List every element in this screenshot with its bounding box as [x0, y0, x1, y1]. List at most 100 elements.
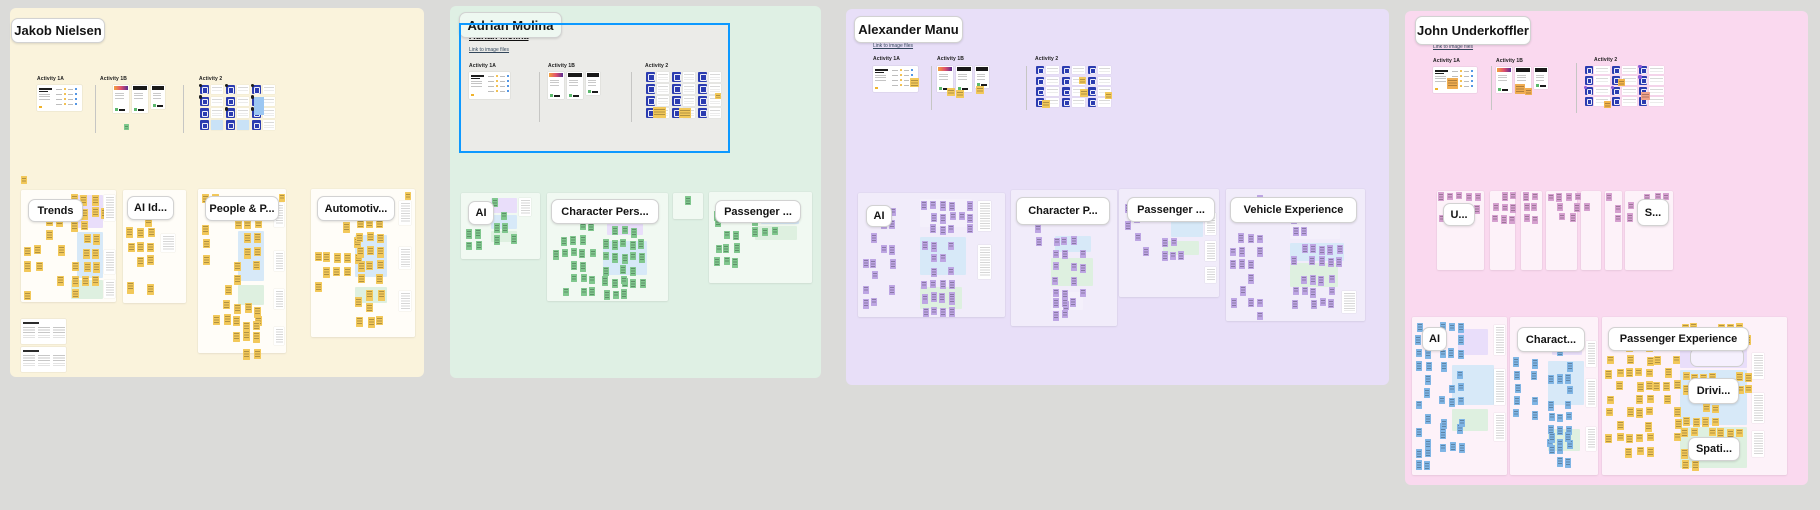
activity-thumbnail-grid[interactable]	[1583, 64, 1666, 108]
sticky-note	[602, 266, 609, 276]
activity-thumbnail-slide[interactable]	[1433, 67, 1477, 93]
frame-label-u[interactable]: U...	[1443, 203, 1475, 226]
section-label-john-underkoffler[interactable]: John Underkoffler	[1415, 16, 1531, 45]
frame-sublabel-spati[interactable]: Spati...	[1688, 437, 1740, 461]
sticky-note	[1569, 213, 1576, 223]
sticky-note	[1319, 245, 1326, 255]
sticky-note	[24, 291, 32, 301]
frame-character-pers[interactable]: Character Pers...	[547, 193, 668, 301]
frame-label-charact[interactable]: Charact...	[1517, 327, 1585, 352]
section-label-alexander-manu[interactable]: Alexander Manu	[854, 16, 963, 43]
grid-cell-icon	[645, 95, 656, 106]
frame-label-ai-id[interactable]: AI Id...	[127, 196, 174, 220]
sticky-note	[940, 307, 947, 317]
activity-thumbnail-slide[interactable]	[873, 66, 919, 92]
frame-label-ai[interactable]: AI	[468, 201, 494, 225]
activity-thumbnail-cards[interactable]	[113, 85, 169, 130]
frame-notes[interactable]	[673, 193, 703, 219]
section-label-adrian-molina[interactable]: Adrian Molina	[459, 12, 562, 38]
slide-text-line	[39, 98, 50, 100]
frame-notes[interactable]	[1490, 191, 1517, 270]
frame-label-character-pers[interactable]: Character Pers...	[551, 199, 659, 224]
mini-document[interactable]	[21, 319, 66, 344]
grid-cell-icon	[1611, 65, 1621, 75]
activity-thumbnail-grid[interactable]	[645, 71, 723, 119]
frame-label-trends[interactable]: Trends	[28, 199, 83, 222]
frame-notes[interactable]	[1605, 191, 1622, 270]
activity-thumbnail-slide[interactable]	[469, 72, 510, 99]
activity-divider	[931, 66, 932, 110]
frame-label-ai[interactable]: AI	[1422, 327, 1447, 351]
activity-thumbnail-grid[interactable]	[1035, 65, 1113, 108]
frame-ai[interactable]: AI	[858, 193, 1005, 318]
frame-notes[interactable]	[1521, 191, 1542, 270]
sticky-note	[1079, 263, 1086, 273]
sticky-note	[233, 261, 241, 271]
mini-document[interactable]	[21, 347, 66, 372]
pin-dot	[224, 107, 228, 111]
slide-title-line	[875, 71, 884, 73]
frame-label-automotiv[interactable]: Automotiv...	[317, 196, 395, 221]
mini-note-card	[1494, 413, 1505, 441]
sticky-note	[1641, 92, 1650, 100]
frame-label-ai[interactable]: AI	[866, 205, 892, 227]
slide-text-line	[471, 83, 482, 85]
link-to-image-files[interactable]: Link to image files	[469, 47, 510, 53]
card-line	[1497, 77, 1508, 78]
frame-ai[interactable]: AI	[461, 193, 540, 259]
frame-label-passenger[interactable]: Passenger ...	[715, 200, 801, 223]
mini-note-card	[1205, 241, 1216, 261]
frame-label-vehicle-experience[interactable]: Vehicle Experience	[1230, 197, 1357, 223]
sticky-note	[1559, 213, 1566, 221]
sticky-note	[1424, 388, 1431, 399]
activity-thumbnail-grid[interactable]	[198, 83, 277, 131]
sticky-note	[1319, 298, 1326, 307]
activity-thumbnail-cards[interactable]	[548, 72, 604, 99]
frame-charact[interactable]: Charact...	[1510, 317, 1598, 475]
sticky-note	[1070, 262, 1077, 271]
frame-label-people-p[interactable]: People & P...	[205, 196, 279, 221]
sticky-note	[621, 289, 628, 300]
mini-note-card	[519, 198, 531, 216]
frame-passenger[interactable]: Passenger ...	[1119, 189, 1219, 297]
frame-label-charact-text: Charact...	[1525, 333, 1577, 346]
frame-people-p[interactable]: People & P...	[198, 189, 286, 361]
frame-label-passenger[interactable]: Passenger ...	[1127, 197, 1215, 222]
frame-notes[interactable]	[1546, 191, 1582, 270]
frame-passenger[interactable]: Passenger ...	[709, 192, 812, 283]
frame-trends[interactable]: Trends	[21, 190, 116, 302]
frame-label-s[interactable]: S...	[1637, 199, 1669, 226]
card-dark-pill	[1539, 84, 1546, 87]
section-label-adrian-molina-text: Adrian Molina	[467, 17, 554, 33]
section-label-jakob-nielsen[interactable]: Jakob Nielsen	[11, 18, 105, 43]
frame-ai-id[interactable]: AI Id...	[123, 190, 186, 303]
mini-note-card	[274, 251, 284, 271]
activity-thumbnail-cards[interactable]	[937, 66, 993, 98]
grid-cell-card	[1648, 86, 1665, 96]
sticky-note	[1230, 247, 1237, 256]
sticky-note	[966, 201, 973, 212]
activity-thumbnail-slide[interactable]	[37, 85, 82, 111]
frame-ai[interactable]: AI	[1412, 317, 1507, 475]
sticky-note	[314, 252, 322, 262]
activity-thumbnail-cards[interactable]	[1496, 67, 1552, 95]
frame-label-passenger-experience[interactable]: Passenger Experience	[1608, 327, 1749, 351]
sticky-note	[1557, 426, 1564, 436]
table-check	[911, 74, 914, 77]
frame-character-p[interactable]: Character P...	[1011, 190, 1117, 326]
frame-label-character-p[interactable]: Character P...	[1016, 197, 1110, 225]
frame-u[interactable]: U...	[1437, 191, 1484, 270]
slide-text-line	[875, 75, 886, 76]
frame-sublabel-drivi[interactable]: Drivi...	[1688, 378, 1739, 404]
frame-automotiv[interactable]: Automotiv...	[311, 189, 415, 337]
sticky-note	[376, 219, 384, 229]
frame-vehicle-experience[interactable]: Vehicle Experience	[1226, 189, 1365, 321]
link-to-image-files[interactable]: Link to image files	[873, 43, 914, 49]
frame-notes[interactable]	[1581, 191, 1601, 270]
sticky-note	[254, 247, 262, 257]
link-to-image-files[interactable]: Link to image files	[1433, 44, 1474, 50]
frame-s[interactable]: S...	[1625, 191, 1673, 270]
frame-passenger-experience[interactable]: Drivi... Spati... Passenger Experience	[1602, 317, 1787, 475]
